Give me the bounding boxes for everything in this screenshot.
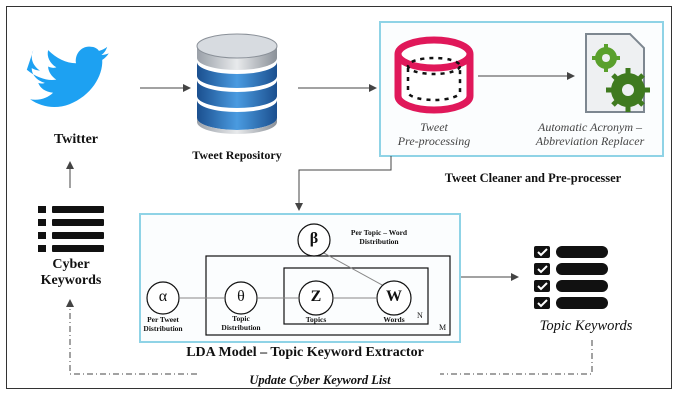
- alpha-node: [146, 281, 180, 315]
- tweet-repository-label: Tweet Repository: [192, 148, 282, 162]
- tweet-preprocessing-label: Tweet Pre-processing: [397, 120, 471, 148]
- beta-caption: Per Topic – Word Distribution: [350, 228, 408, 246]
- theta-node: [224, 281, 258, 315]
- z-caption: Topics: [305, 315, 327, 324]
- plate-n: [283, 267, 429, 325]
- beta-node: [297, 223, 331, 257]
- lda-model-title: LDA Model – Topic Keyword Extractor: [186, 345, 424, 360]
- edge-beta-w: [321, 251, 385, 287]
- z-node: [298, 280, 334, 316]
- beta-symbol: β: [309, 230, 319, 247]
- preprocessing-cylinder-icon: [394, 36, 474, 114]
- update-cyber-keyword-list-label: Update Cyber Keyword List: [200, 373, 440, 388]
- twitter-label: Twitter: [53, 132, 99, 147]
- gear-document-icon: [585, 33, 650, 113]
- plate-n-label: N: [417, 311, 423, 320]
- topic-keywords-checklist-icon: [534, 246, 608, 309]
- database-icon: [196, 33, 278, 134]
- cyber-keywords-label: Cyber Keywords: [40, 257, 102, 288]
- theta-caption: Topic Distribution: [221, 314, 261, 332]
- plate-m: [205, 255, 451, 336]
- acronym-replacer-label: Automatic Acronym – Abbreviation Replace…: [535, 120, 645, 148]
- cyber-keywords-list-icon: [38, 206, 104, 252]
- arrow-cleaner-to-lda: [295, 156, 392, 211]
- theta-symbol: θ: [237, 288, 245, 305]
- alpha-symbol: α: [158, 288, 168, 305]
- alpha-caption: Per Tweet Distribution: [143, 315, 183, 333]
- diagram-frame: [6, 6, 672, 389]
- plate-m-label: M: [439, 323, 447, 332]
- w-caption: Words: [383, 315, 405, 324]
- w-node: [376, 280, 412, 316]
- tweet-cleaner-label: Tweet Cleaner and Pre-processer: [444, 171, 622, 185]
- topic-keywords-label: Topic Keywords: [539, 318, 633, 334]
- w-symbol: W: [386, 288, 402, 305]
- z-symbol: Z: [310, 288, 322, 305]
- twitter-bird-icon: [26, 46, 109, 107]
